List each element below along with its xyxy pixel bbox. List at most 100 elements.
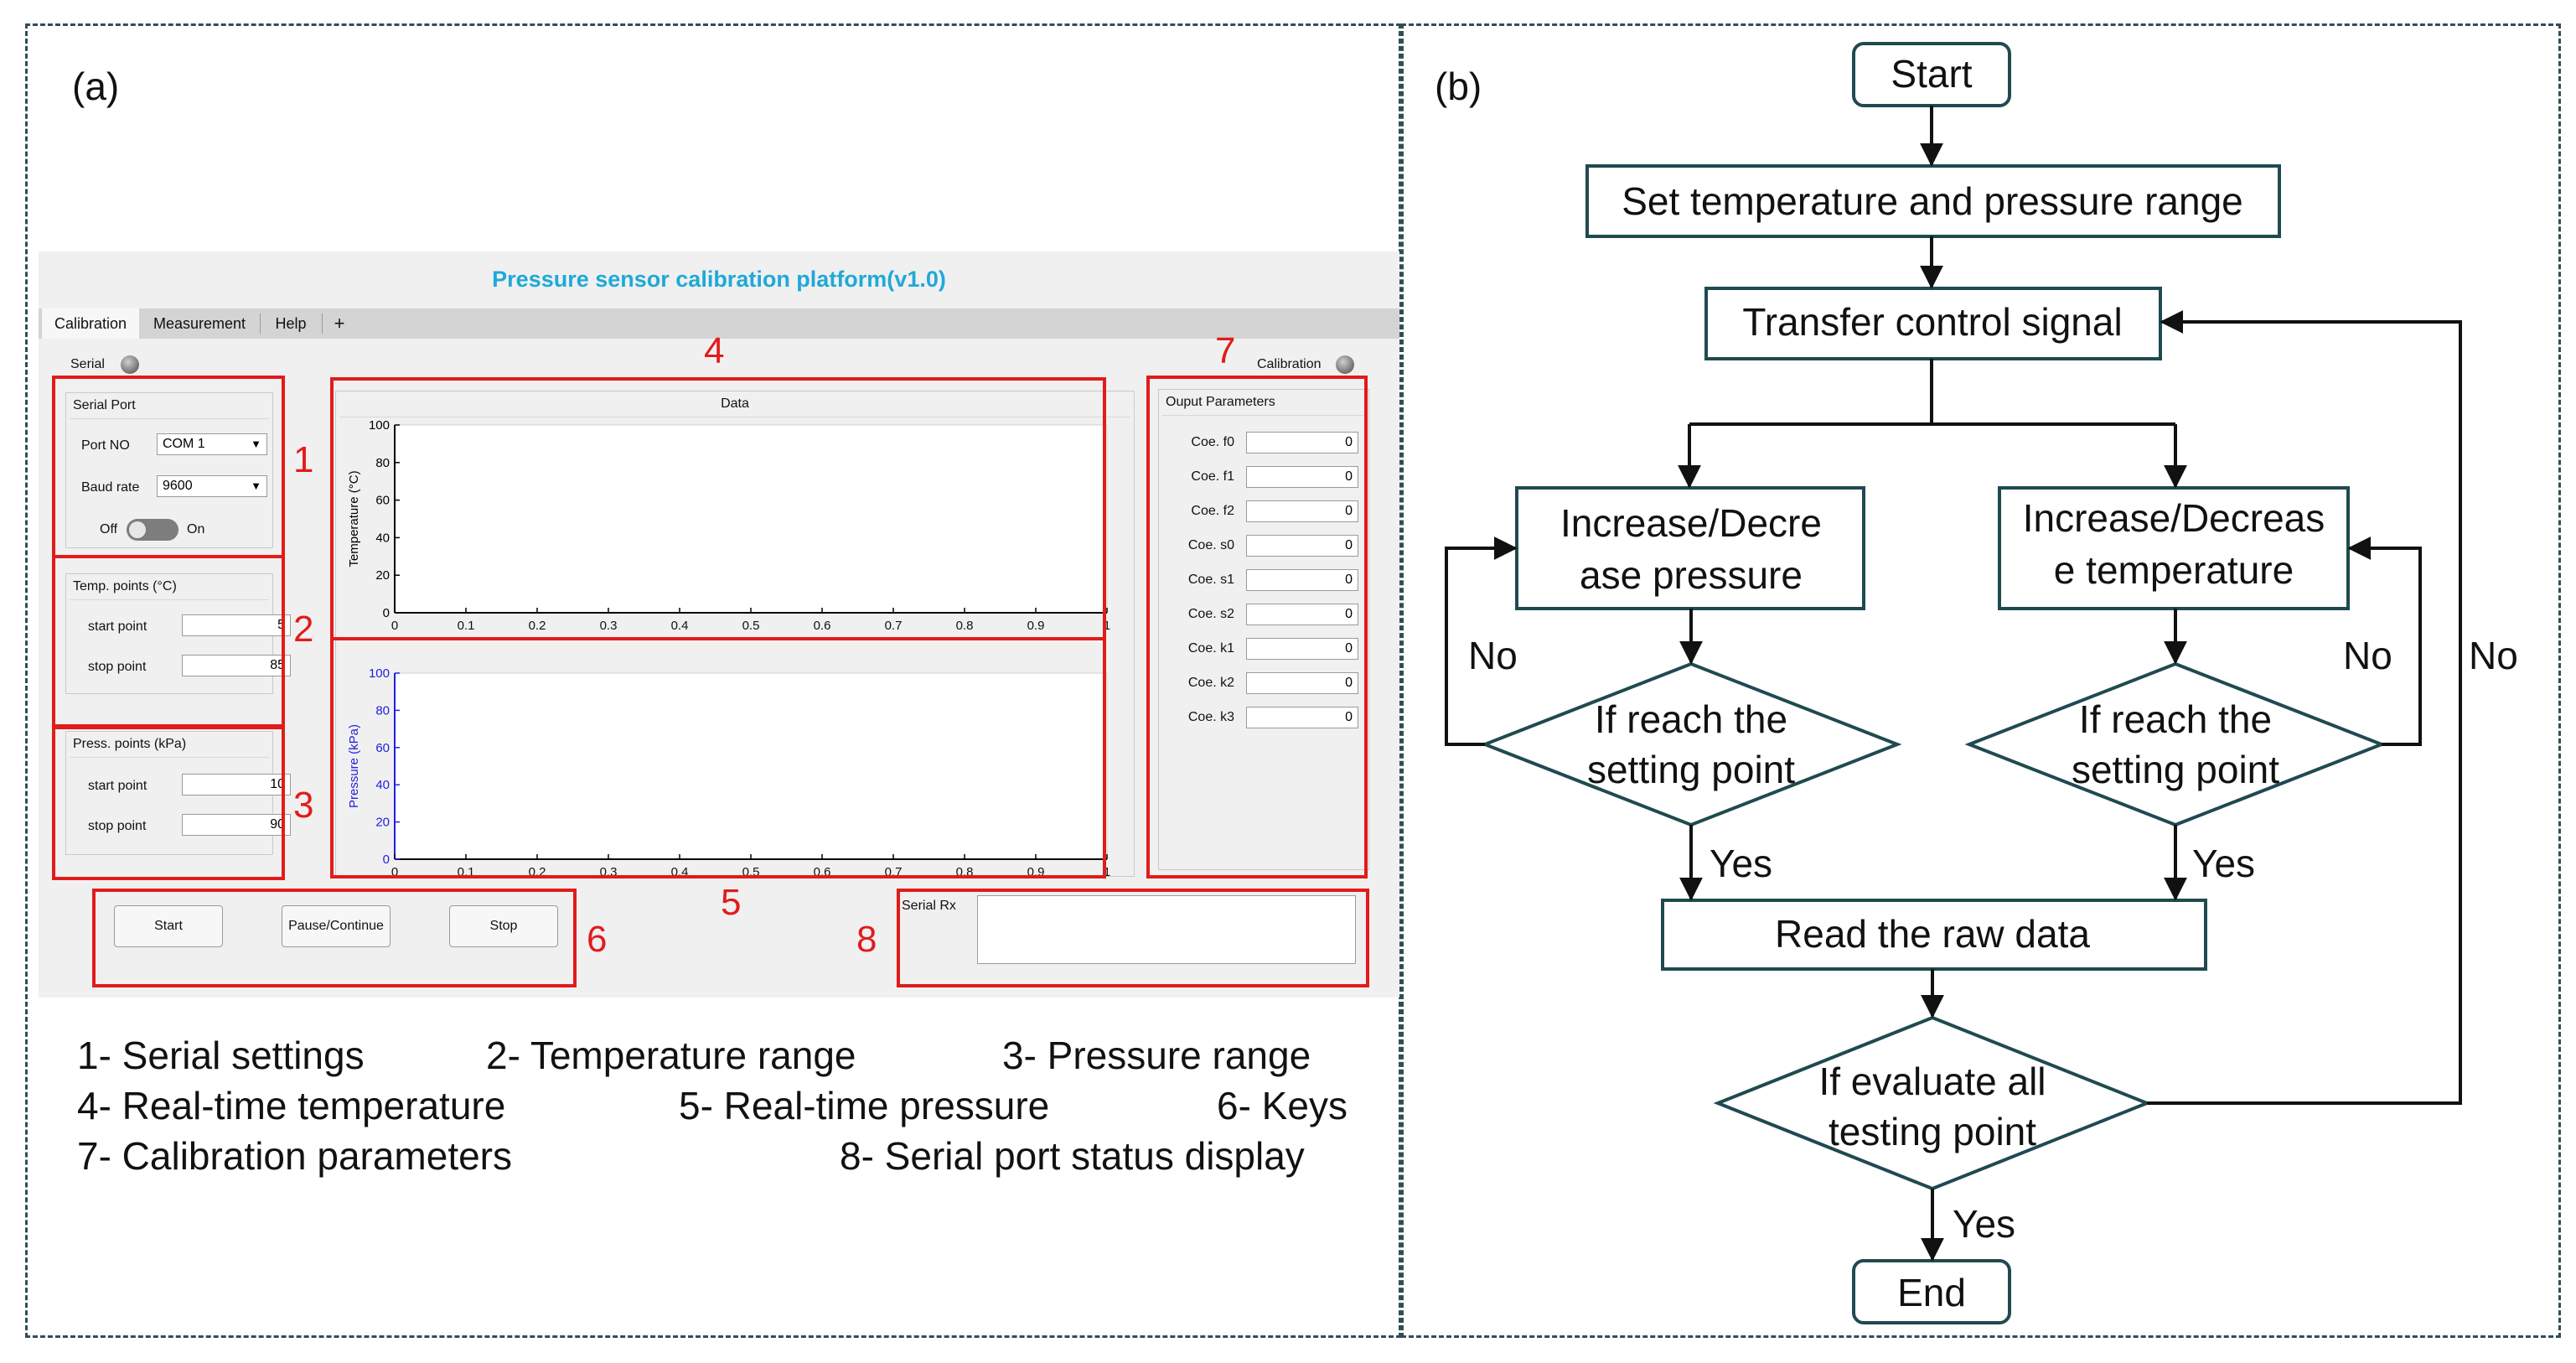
x-tick-label: 0.5 xyxy=(742,619,760,633)
legend-item: 4- Real-time temperature xyxy=(77,1084,506,1127)
param-label: Coe. k1 xyxy=(1187,641,1234,656)
y-tick-label: 80 xyxy=(375,456,390,470)
pause-continue-button[interactable]: Pause/Continue xyxy=(282,905,391,947)
param-value-field[interactable]: 0 xyxy=(1246,707,1358,728)
param-value-field[interactable]: 0 xyxy=(1246,432,1358,453)
x-tick-label: 0.7 xyxy=(885,619,903,633)
serial-label: Serial xyxy=(70,357,105,371)
param-label: Coe. s2 xyxy=(1187,607,1234,621)
legend-item: 3- Pressure range xyxy=(1002,1034,1311,1077)
y-tick-label: 100 xyxy=(369,666,390,681)
highlight-box-1 xyxy=(52,376,285,558)
x-tick-label: 0.4 xyxy=(671,619,689,633)
off-label: Off xyxy=(100,522,118,536)
temp-stop-input[interactable]: 85 xyxy=(182,655,291,676)
panel-a-frame xyxy=(25,23,1401,1338)
highlight-box-3 xyxy=(52,726,285,880)
region-number-7: 7 xyxy=(1215,330,1236,371)
param-value-field[interactable]: 0 xyxy=(1246,638,1358,660)
add-tab-button[interactable]: + xyxy=(334,313,345,334)
param-value-field[interactable]: 0 xyxy=(1246,466,1358,488)
legend-item: 6- Keys xyxy=(1217,1084,1347,1127)
group-divider xyxy=(70,757,269,758)
y-tick-label: 0 xyxy=(383,853,390,867)
panel-b-frame xyxy=(1401,23,2561,1338)
param-value-field[interactable]: 0 xyxy=(1246,672,1358,694)
temp-points-group: Temp. points (°C) start point 5 stop poi… xyxy=(65,573,291,694)
legend-item: 7- Calibration parameters xyxy=(77,1134,513,1178)
highlight-box-8 xyxy=(897,889,1369,987)
x-tick-label: 0.8 xyxy=(956,865,974,878)
group-title: Ouput Parameters xyxy=(1166,395,1275,409)
app-title: Pressure sensor calibration platform(v1.… xyxy=(492,267,946,292)
region-number-4: 4 xyxy=(704,330,725,371)
y-tick-label: 60 xyxy=(375,494,390,508)
legend-item: 5- Real-time pressure xyxy=(679,1084,1050,1127)
param-value-field[interactable]: 0 xyxy=(1246,500,1358,522)
param-label: Coe. f0 xyxy=(1191,435,1234,449)
legend-item: 1- Serial settings xyxy=(77,1034,365,1077)
serial-status-lamp xyxy=(121,355,139,374)
region-number-5: 5 xyxy=(721,882,742,923)
baud-label: Baud rate xyxy=(81,480,140,495)
x-tick-label: 0.8 xyxy=(956,619,974,633)
temp-start-input[interactable]: 5 xyxy=(182,614,291,636)
port-select[interactable]: COM 1 ▼ xyxy=(157,433,267,455)
region-number-8: 8 xyxy=(856,919,877,960)
x-tick-label: 0.5 xyxy=(742,865,760,878)
tab-bar: Calibration Measurement Help + xyxy=(39,308,1399,339)
panel-b-label: (b) xyxy=(1435,65,1482,108)
start-button[interactable]: Start xyxy=(114,905,223,947)
region-number-3: 3 xyxy=(293,785,314,826)
x-tick-label: 0 xyxy=(391,865,398,878)
chevron-down-icon: ▼ xyxy=(251,479,261,492)
press-start-input[interactable]: 10 xyxy=(182,774,291,796)
x-tick-label: 0.1 xyxy=(458,619,475,633)
highlight-box-7 xyxy=(1146,376,1368,878)
press-start-label: start point xyxy=(88,779,147,793)
legend-item: 2- Temperature range xyxy=(486,1034,856,1077)
legend-item: 8- Serial port status display xyxy=(840,1134,1305,1178)
x-tick-label: 0.9 xyxy=(1027,865,1045,878)
panel-a-label: (a) xyxy=(72,65,120,108)
press-stop-input[interactable]: 90 xyxy=(182,814,291,836)
tab-help[interactable]: Help xyxy=(275,315,307,332)
baud-select-value: 9600 xyxy=(163,479,193,493)
param-value-field[interactable]: 0 xyxy=(1246,569,1358,591)
group-title: Serial Port xyxy=(73,398,136,412)
group-divider xyxy=(70,418,269,419)
y-tick-label: 20 xyxy=(375,816,390,830)
baud-select[interactable]: 9600 ▼ xyxy=(157,475,267,497)
x-tick-label: 0.4 xyxy=(671,865,689,878)
stop-button[interactable]: Stop xyxy=(449,905,558,947)
x-tick-label: 1 xyxy=(1104,865,1110,878)
app-window: Pressure sensor calibration platform(v1.… xyxy=(39,251,1399,998)
x-tick-label: 0 xyxy=(391,619,398,633)
param-label: Coe. f1 xyxy=(1191,469,1234,484)
param-value-field[interactable]: 0 xyxy=(1246,604,1358,625)
tab-calibration[interactable]: Calibration xyxy=(42,308,139,339)
tab-separator xyxy=(322,314,323,334)
toggle-knob xyxy=(129,521,146,538)
y-axis-label: Temperature (°C) xyxy=(347,470,361,567)
x-tick-label: 0.9 xyxy=(1027,619,1045,633)
temp-stop-label: stop point xyxy=(88,660,147,674)
param-label: Coe. f2 xyxy=(1191,504,1234,518)
port-select-value: COM 1 xyxy=(163,437,205,451)
y-tick-label: 40 xyxy=(375,531,390,545)
param-value-field[interactable]: 0 xyxy=(1246,535,1358,557)
y-tick-label: 80 xyxy=(375,703,390,718)
plot-area xyxy=(394,424,1108,614)
calibration-status-lamp xyxy=(1336,355,1354,374)
x-tick-label: 1 xyxy=(1104,619,1110,633)
press-points-group: Press. points (kPa) start point 10 stop … xyxy=(65,731,291,855)
serial-toggle-switch[interactable] xyxy=(127,519,178,541)
tab-separator xyxy=(260,314,261,334)
y-tick-label: 0 xyxy=(383,606,390,620)
tab-measurement[interactable]: Measurement xyxy=(153,315,246,332)
group-title: Temp. points (°C) xyxy=(73,579,177,593)
x-tick-label: 0.2 xyxy=(529,619,546,633)
serial-rx-display[interactable] xyxy=(977,895,1356,964)
